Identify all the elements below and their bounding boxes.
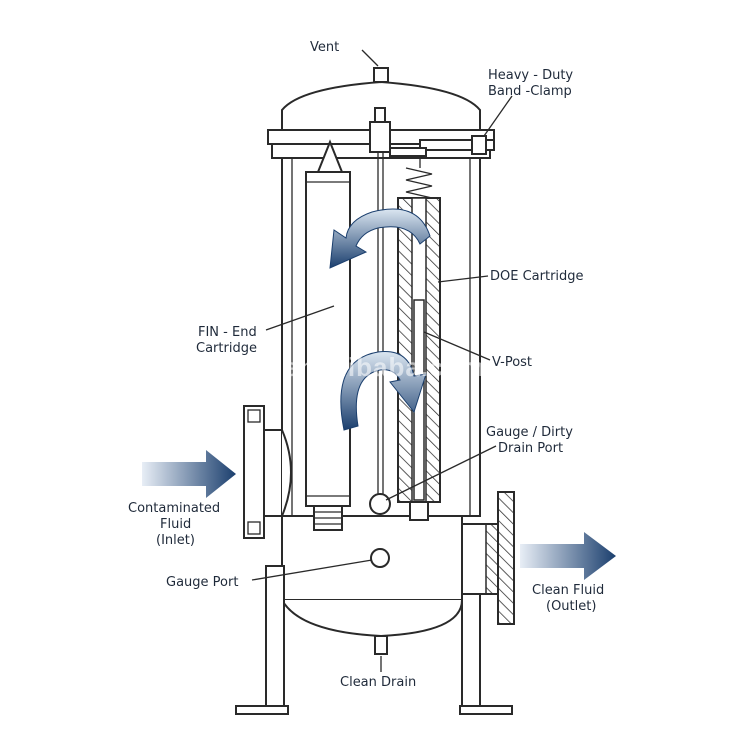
outlet-flange xyxy=(461,491,515,625)
clean-drain xyxy=(374,635,388,655)
label-contaminated-line2: Fluid xyxy=(160,517,191,532)
gauge-port xyxy=(370,548,390,568)
lower-sump xyxy=(281,515,463,638)
inlet-flow-arrow xyxy=(142,450,236,498)
internal-flow-arrow-bottom xyxy=(340,351,427,431)
label-clean-fluid-line1: Clean Fluid xyxy=(532,583,604,598)
band-clamp xyxy=(419,135,495,155)
label-gauge-port: Gauge Port xyxy=(166,575,238,590)
label-fin-end-line2: Cartridge xyxy=(196,341,257,356)
label-gauge-dirty-line2: Drain Port xyxy=(498,441,563,456)
label-fin-end-line1: FIN - End xyxy=(198,325,257,340)
label-band-clamp-line1: Heavy - Duty xyxy=(488,68,573,83)
watermark: jhenten.en.alibaba.com xyxy=(175,352,486,382)
fin-end-cartridge xyxy=(305,139,351,531)
vent xyxy=(373,67,389,83)
label-gauge-dirty-line1: Gauge / Dirty xyxy=(486,425,573,440)
spring xyxy=(405,167,433,199)
label-contaminated-line1: Contaminated xyxy=(128,501,220,516)
internal-flow-arrow-top xyxy=(329,208,431,269)
label-v-post: V-Post xyxy=(492,355,532,370)
leader-lines xyxy=(251,49,513,672)
label-contaminated-line3: (Inlet) xyxy=(156,533,195,548)
label-band-clamp-line2: Band -Clamp xyxy=(488,84,572,99)
support-legs xyxy=(235,565,513,715)
label-clean-fluid-line2: (Outlet) xyxy=(546,599,596,614)
inlet-flange xyxy=(243,405,292,539)
label-clean-drain: Clean Drain xyxy=(340,675,416,690)
label-doe-cartridge: DOE Cartridge xyxy=(490,269,584,284)
outlet-flow-arrow xyxy=(520,532,616,580)
spring-bracket xyxy=(389,147,427,168)
label-vent: Vent xyxy=(310,40,339,55)
